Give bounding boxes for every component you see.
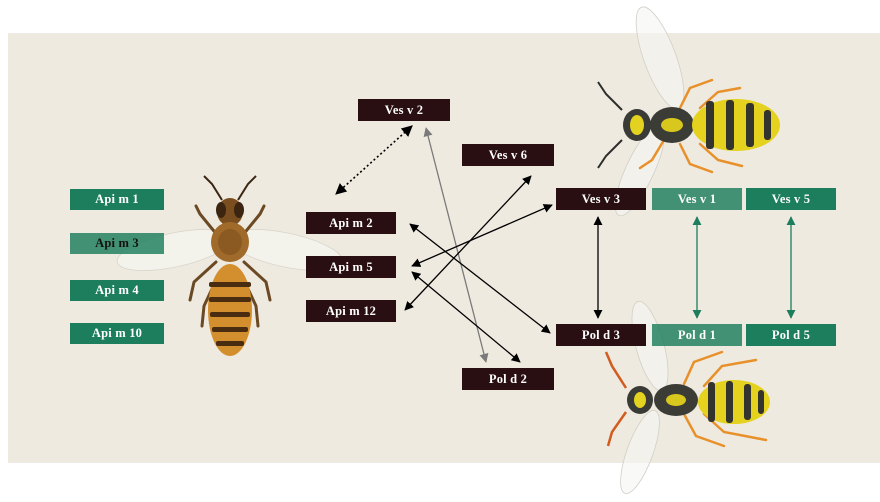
- node-pol-d-1: Pol d 1: [652, 324, 742, 346]
- node-ves-v-6: Ves v 6: [462, 144, 554, 166]
- node-api-m-4: Api m 4: [70, 280, 164, 301]
- node-pol-d-5: Pol d 5: [746, 324, 836, 346]
- node-ves-v-5: Ves v 5: [746, 188, 836, 210]
- node-api-m-10: Api m 10: [70, 323, 164, 344]
- node-api-m-2: Api m 2: [306, 212, 396, 234]
- node-ves-v-1: Ves v 1: [652, 188, 742, 210]
- node-ves-v-3: Ves v 3: [556, 188, 646, 210]
- node-api-m-5: Api m 5: [306, 256, 396, 278]
- node-pol-d-2: Pol d 2: [462, 368, 554, 390]
- node-ves-v-2: Ves v 2: [358, 99, 450, 121]
- node-api-m-3: Api m 3: [70, 233, 164, 254]
- node-api-m-12: Api m 12: [306, 300, 396, 322]
- node-pol-d-3: Pol d 3: [556, 324, 646, 346]
- node-api-m-1: Api m 1: [70, 189, 164, 210]
